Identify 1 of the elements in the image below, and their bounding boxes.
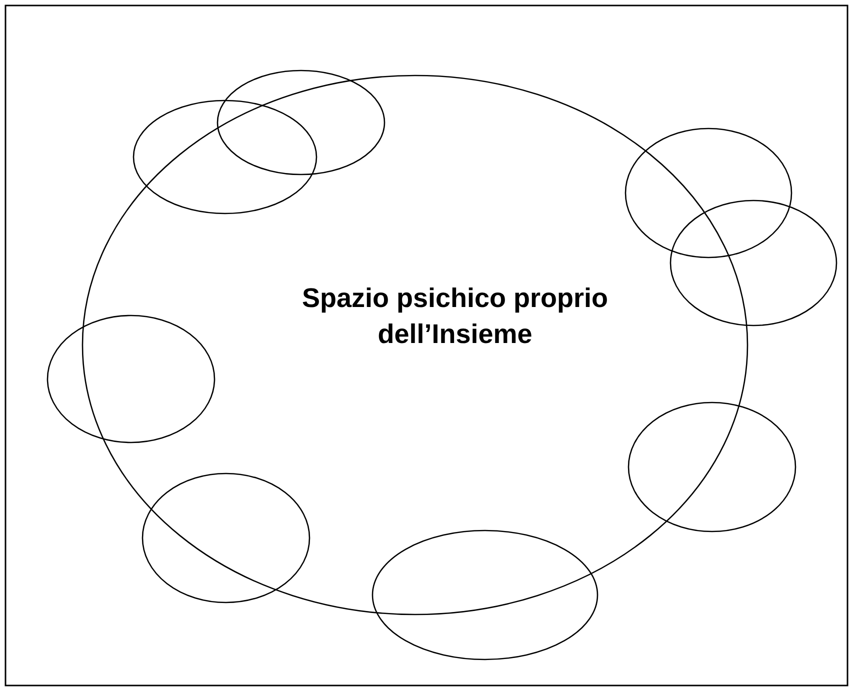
center-label: Spazio psichico proprio dell’Insieme [300, 282, 610, 351]
